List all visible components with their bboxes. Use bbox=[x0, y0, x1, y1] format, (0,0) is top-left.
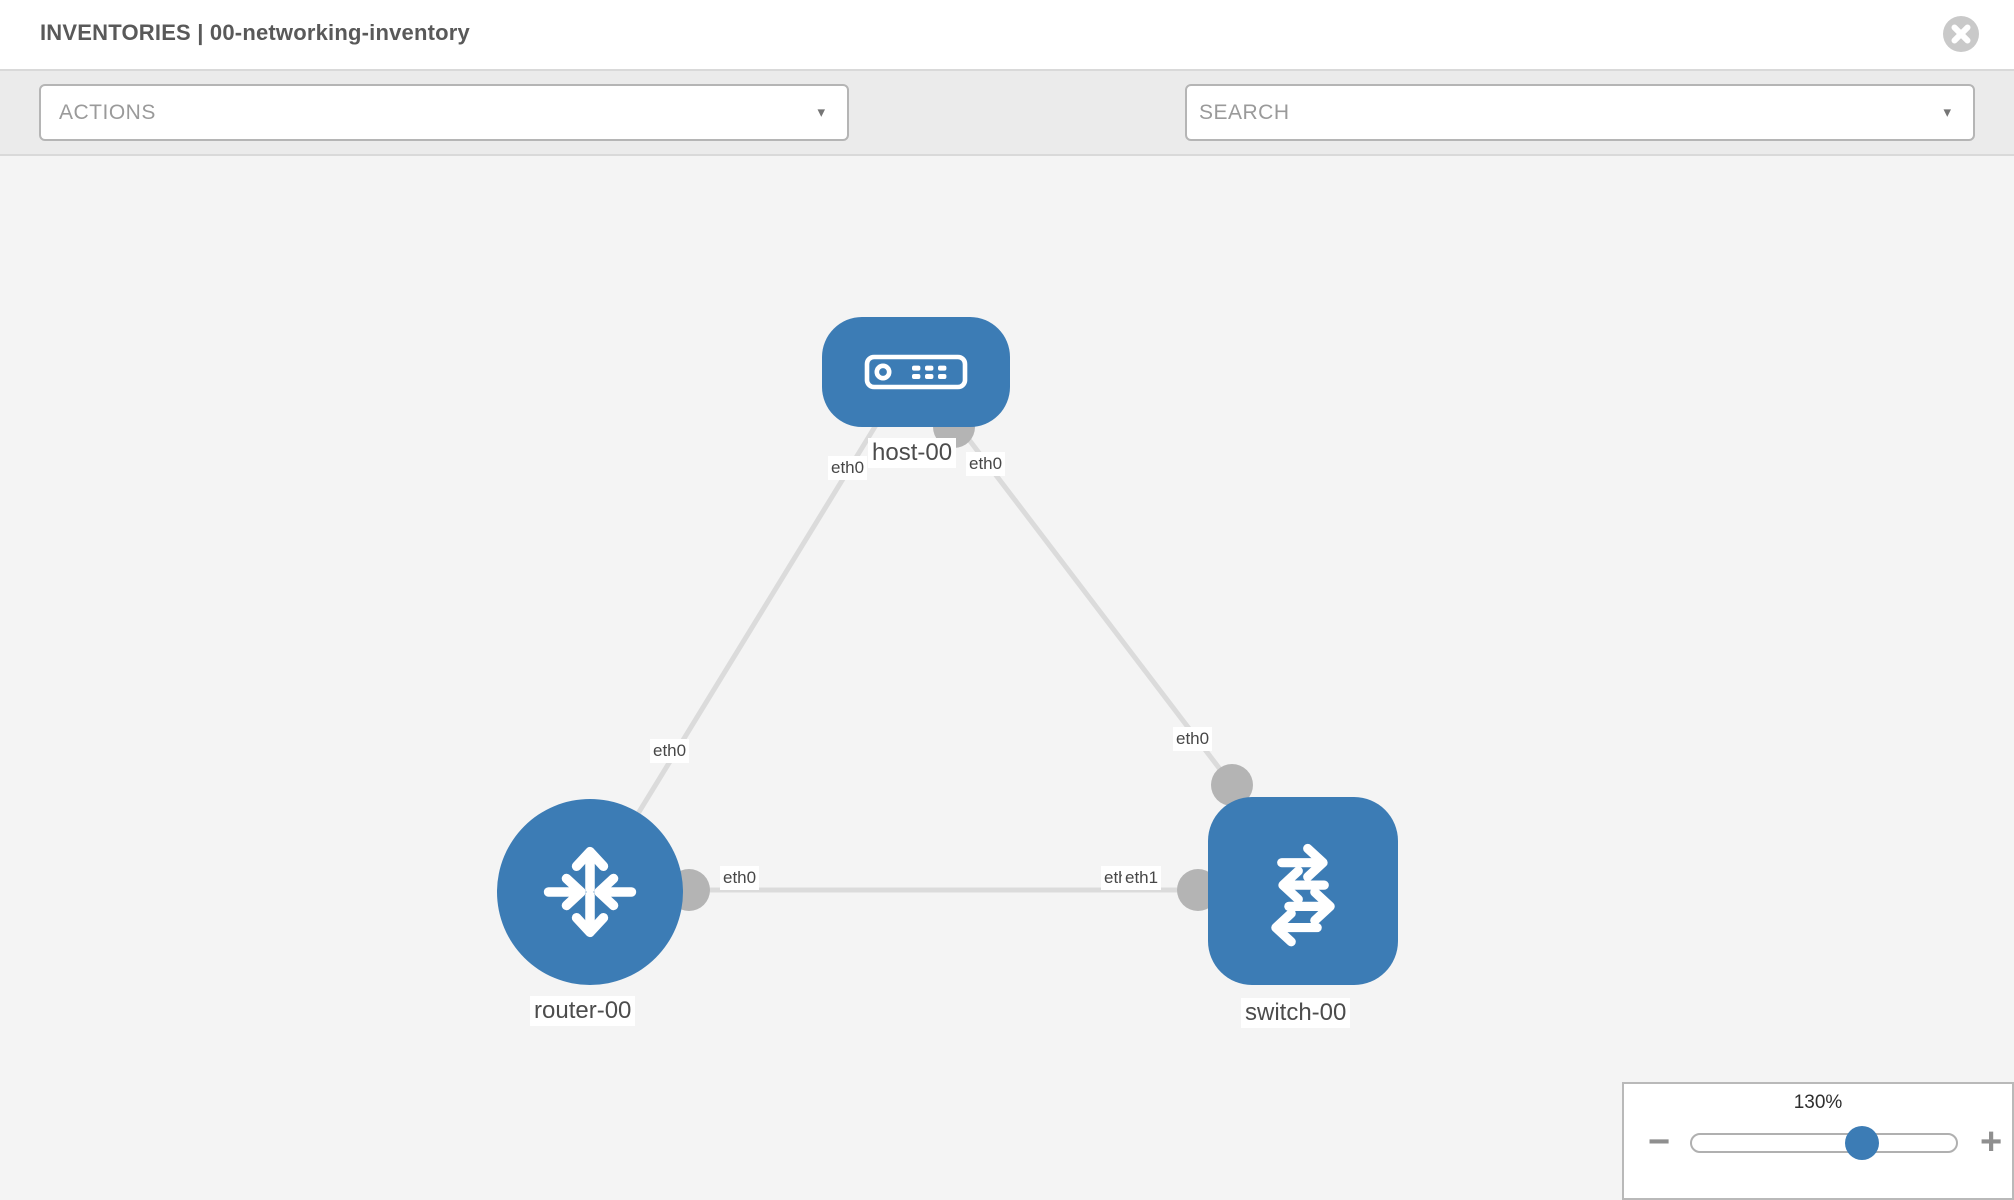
node-switch-00[interactable] bbox=[1208, 797, 1398, 985]
search-input[interactable] bbox=[1197, 99, 1944, 126]
header: INVENTORIES | 00-networking-inventory bbox=[0, 0, 2014, 71]
port-label-host-left: eth0 bbox=[828, 456, 868, 480]
port-label-mid-switch-end: eth1 bbox=[1122, 866, 1162, 890]
host-icon bbox=[864, 354, 968, 390]
node-label-router[interactable]: router-00 bbox=[530, 996, 636, 1026]
port-label-mid-router-end: eth0 bbox=[720, 866, 760, 890]
actions-dropdown-label: ACTIONS bbox=[59, 100, 156, 124]
zoom-out-button[interactable]: − bbox=[1648, 1121, 1671, 1163]
zoom-in-button[interactable]: + bbox=[1980, 1121, 2003, 1163]
chevron-down-icon: ▾ bbox=[1943, 104, 1951, 121]
router-icon bbox=[543, 846, 637, 938]
node-router-00[interactable] bbox=[497, 799, 683, 985]
node-host-00[interactable] bbox=[822, 317, 1010, 427]
zoom-panel: 130% − + bbox=[1622, 1082, 2014, 1200]
node-label-switch[interactable]: switch-00 bbox=[1241, 998, 1351, 1028]
close-button[interactable] bbox=[1942, 15, 1980, 53]
port-label-router-top: eth0 bbox=[650, 739, 690, 763]
zoom-slider-track[interactable] bbox=[1690, 1126, 1958, 1160]
topology-canvas[interactable] bbox=[0, 156, 2014, 1200]
page-title: INVENTORIES | 00-networking-inventory bbox=[40, 20, 470, 45]
zoom-level: 130% bbox=[1793, 1092, 1843, 1113]
actions-dropdown[interactable]: ACTIONS ▾ bbox=[39, 84, 849, 141]
node-label-host[interactable]: host-00 bbox=[868, 438, 957, 468]
close-icon bbox=[1943, 16, 1979, 52]
zoom-slider-handle[interactable] bbox=[1845, 1126, 1879, 1160]
chevron-down-icon: ▾ bbox=[817, 104, 825, 121]
port-label-switch-top: eth0 bbox=[1173, 727, 1213, 751]
search-dropdown[interactable]: ▾ bbox=[1185, 84, 1975, 141]
toolbar: ACTIONS ▾ ▾ bbox=[0, 71, 2014, 198]
port-label-host-right: eth0 bbox=[966, 452, 1006, 476]
switch-icon bbox=[1271, 843, 1335, 947]
